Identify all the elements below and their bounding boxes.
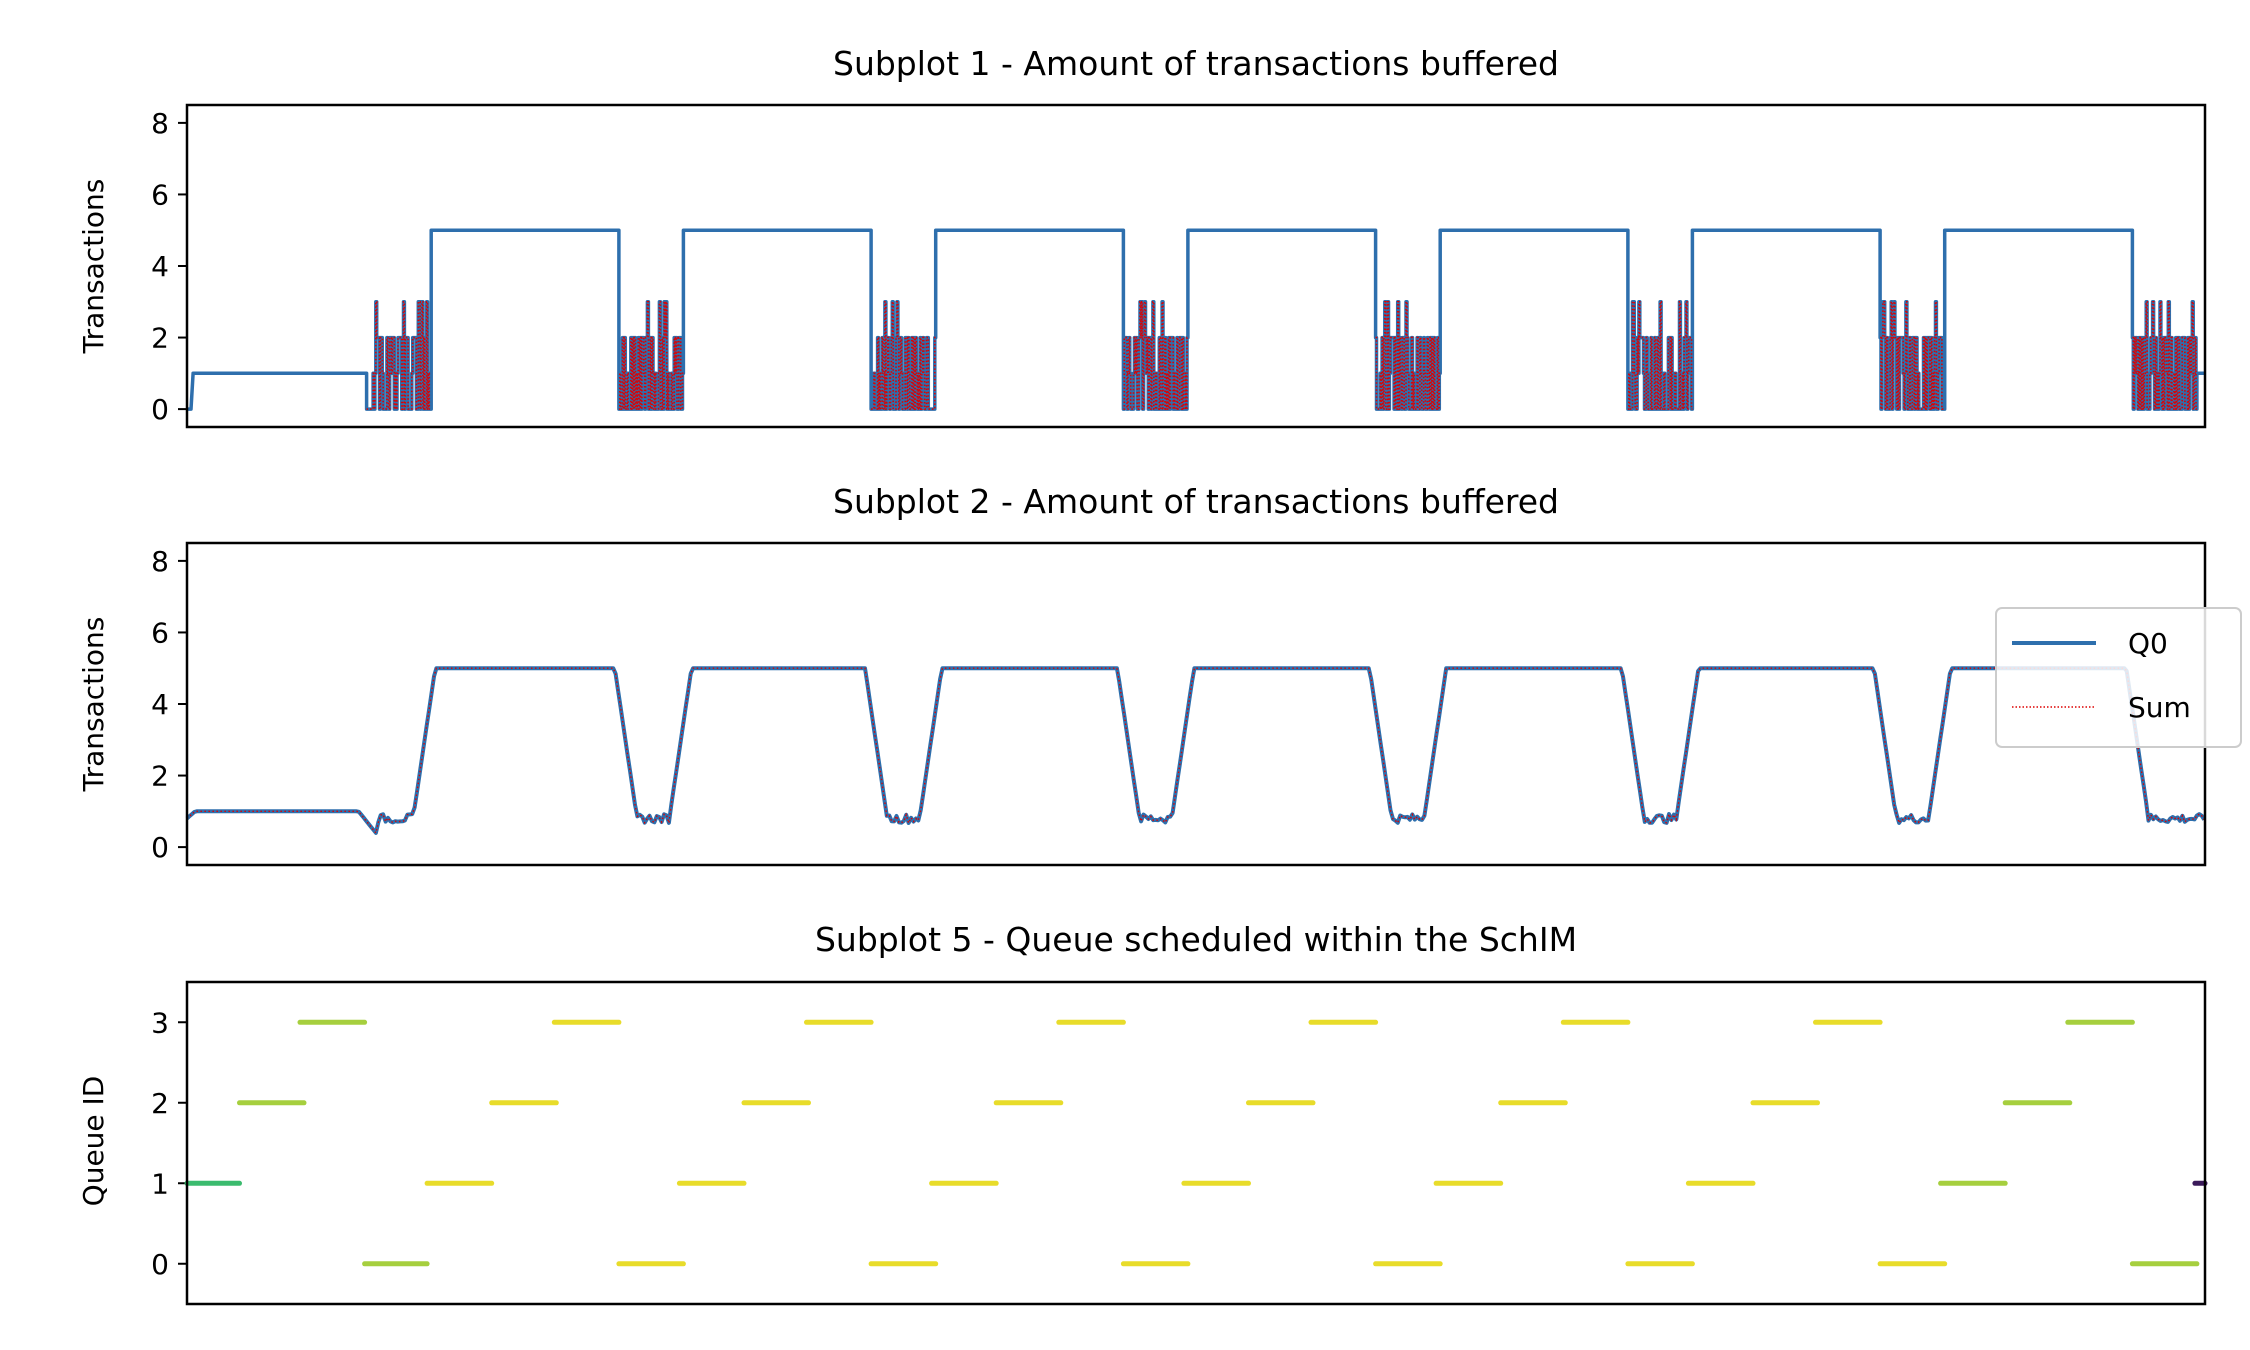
series-sum-line (1375, 301, 1441, 410)
subplot-1-ylabel: Transactions (77, 179, 110, 355)
ytick-label: 0 (151, 831, 169, 864)
subplot-1-frame (185, 103, 2207, 429)
series-sum-line (618, 301, 684, 410)
ytick-label: 6 (151, 178, 169, 211)
series-sum-line (1123, 301, 1188, 410)
legend: Q0 Sum (1995, 607, 2242, 748)
ytick-label: 2 (151, 322, 169, 355)
subplot-2-plot-area (185, 666, 2206, 835)
series-sum-line (366, 301, 432, 410)
ytick-label: 4 (151, 688, 169, 721)
legend-box (1995, 607, 2242, 748)
subplot-2-yticks: 0 2 4 6 8 (151, 545, 187, 864)
ytick-label: 0 (151, 393, 169, 426)
ytick-label: 8 (151, 545, 169, 578)
subplot-1-title: Subplot 1 - Amount of transactions buffe… (833, 44, 1559, 83)
series-sum-line (871, 301, 936, 410)
ytick-label: 1 (151, 1167, 169, 1200)
ytick-label: 6 (151, 616, 169, 649)
subplot-2: Subplot 2 - Amount of transactions buffe… (77, 482, 2242, 867)
subplot-5-title: Subplot 5 - Queue scheduled within the S… (815, 920, 1577, 959)
subplot-5-plot-area (184, 1019, 2208, 1267)
ytick-label: 4 (151, 250, 169, 283)
subplot-1-yticks: 0 2 4 6 8 (151, 107, 187, 426)
series-sum-line (2132, 301, 2197, 410)
subplot-1: Subplot 1 - Amount of transactions buffe… (77, 44, 2207, 429)
subplot-5-yticks: 0 1 2 3 (151, 1006, 187, 1281)
legend-label-q0: Q0 (2128, 627, 2168, 660)
ytick-label: 2 (151, 760, 169, 793)
series-sum-line (1627, 301, 1693, 410)
subplot-5: Subplot 5 - Queue scheduled within the S… (77, 920, 2208, 1306)
series-sum-line (1880, 301, 1945, 410)
series-sum-line (186, 667, 2205, 835)
subplot-2-ylabel: Transactions (77, 617, 110, 793)
subplot-1-plot-area (187, 228, 2205, 411)
ytick-label: 2 (151, 1087, 169, 1120)
ytick-label: 0 (151, 1248, 169, 1281)
legend-label-sum: Sum (2128, 691, 2191, 724)
subplot-2-title: Subplot 2 - Amount of transactions buffe… (833, 482, 1559, 521)
subplot-5-ylabel: Queue ID (77, 1076, 110, 1207)
ytick-label: 3 (151, 1006, 169, 1039)
subplot-5-frame (185, 980, 2207, 1306)
ytick-label: 8 (151, 107, 169, 140)
